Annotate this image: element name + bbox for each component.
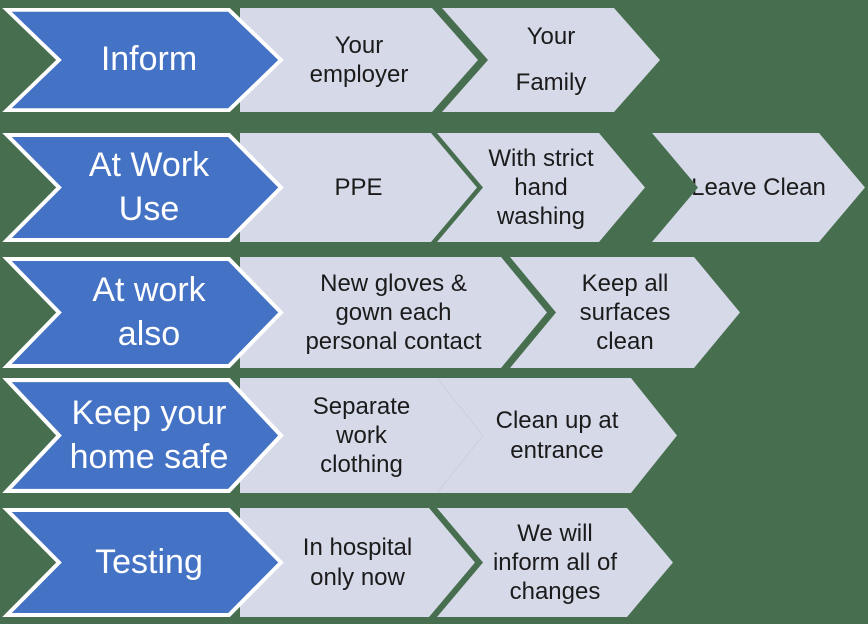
step-label: With strict hand washing [488, 144, 594, 231]
chevron-arrow-shape [2, 378, 284, 493]
leader-label: Keep your home safe [69, 393, 229, 476]
chevron-arrow-shape [2, 8, 284, 112]
leader-label: At Work Use [88, 145, 210, 228]
step-label: In hospital only now [302, 534, 413, 591]
step-label: Separate work clothing [312, 392, 411, 479]
step-chevron: Leave Clean [652, 133, 865, 242]
process-row-inform: Your employer Your Family Inform [0, 8, 868, 112]
step-label: PPE [334, 173, 383, 201]
step-chevron: Your Family [442, 8, 660, 112]
step-label: We will inform all of changes [492, 519, 618, 606]
process-row-at-work-use: PPE With strict hand washing Leave Clean… [0, 133, 868, 242]
step-label: Keep all surfaces clean [579, 269, 671, 356]
leader-chevron: Inform [2, 8, 284, 112]
step-label: New gloves & gown each personal contact [305, 269, 482, 356]
process-row-testing: In hospital only now We will inform all … [0, 508, 868, 617]
step-chevron: New gloves & gown each personal contact [240, 257, 547, 368]
step-label: Leave Clean [691, 173, 826, 201]
leader-chevron: At Work Use [2, 133, 284, 242]
leader-chevron: At work also [2, 257, 284, 368]
step-label: Your Family [515, 23, 587, 96]
process-row-keep-home-safe: Separate work clothing Clean up at entra… [0, 378, 868, 493]
step-label: Your employer [309, 31, 409, 88]
step-chevron: Separate work clothing [240, 378, 483, 493]
step-label: Clean up at entrance [495, 407, 619, 464]
chevron-arrow-shape [2, 508, 284, 617]
leader-label: Inform [100, 40, 198, 79]
chevron-arrow-shape [2, 133, 284, 242]
process-row-at-work-also: New gloves & gown each personal contact … [0, 257, 868, 368]
chevron-arrow-shape [2, 257, 284, 368]
leader-chevron: Keep your home safe [2, 378, 284, 493]
leader-label: At work also [92, 270, 206, 353]
leader-label: Testing [95, 542, 203, 581]
leader-chevron: Testing [2, 508, 284, 617]
